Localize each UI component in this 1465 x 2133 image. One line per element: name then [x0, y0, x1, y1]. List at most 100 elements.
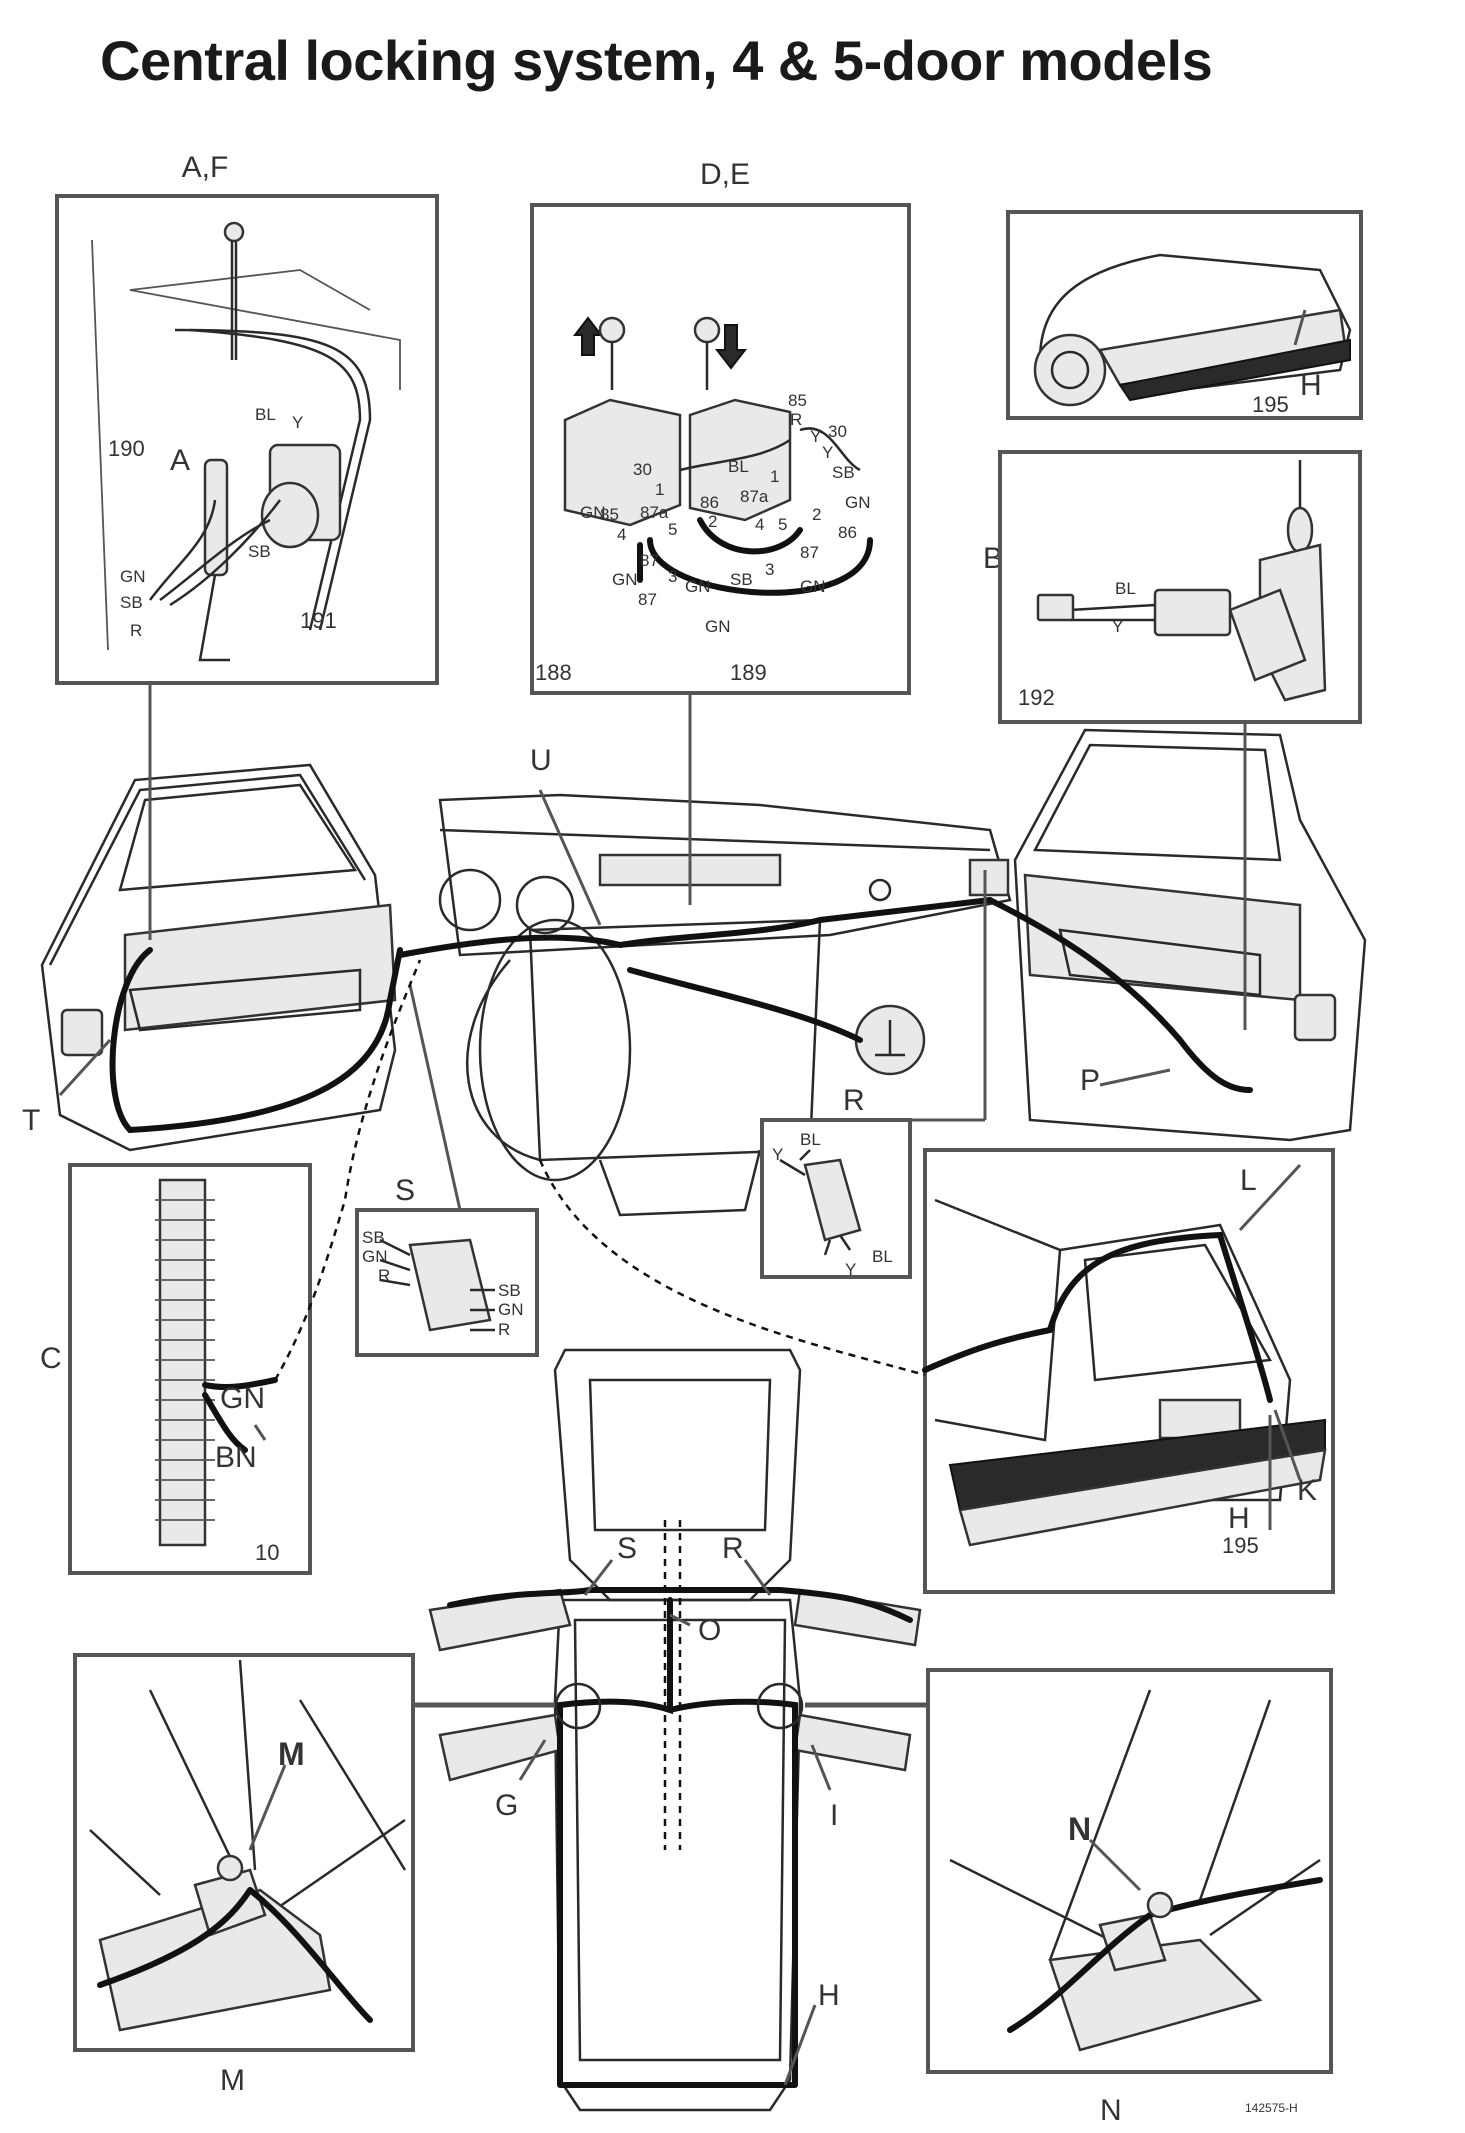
svg-text:2: 2: [812, 505, 821, 524]
dashboard: [397, 793, 1012, 1217]
left-door: [40, 763, 403, 1152]
s-right-sb: SB: [498, 1281, 521, 1300]
de-ref-189: 189: [730, 660, 767, 685]
svg-text:1: 1: [770, 467, 779, 486]
callout-t: T: [22, 1104, 40, 1137]
r-wire-y2: Y: [845, 1260, 856, 1279]
svg-text:1: 1: [655, 480, 664, 499]
panel-h-rear: H 195: [1006, 210, 1363, 420]
n-callout: N: [1068, 1811, 1091, 1847]
r-wire-bl2: BL: [872, 1247, 893, 1266]
svg-text:86: 86: [700, 493, 719, 512]
svg-text:SB: SB: [832, 463, 855, 482]
c-ref-10: 10: [255, 1540, 279, 1565]
panel-s: S SB GN R SB GN R: [355, 1174, 539, 1357]
panel-c-callout: C: [40, 1342, 62, 1375]
svg-text:86: 86: [838, 523, 857, 542]
panel-m: M M: [73, 1653, 415, 2097]
s-left-sb: SB: [362, 1228, 385, 1247]
svg-text:2: 2: [708, 512, 717, 531]
right-door: [987, 728, 1367, 1142]
panel-af-heading: A,F: [182, 151, 229, 184]
af-wire-sb2: SB: [248, 542, 271, 561]
af-ref-190: 190: [108, 436, 145, 461]
de-wire-labels: 85 R Y 30 BL Y SB GN 86 GN GN SB GN GN G…: [580, 391, 871, 636]
af-wire-bl: BL: [255, 405, 276, 424]
panel-af: A,F 190 191 A BL Y GN SB R SB: [55, 151, 439, 685]
panel-b: B BL Y 192: [983, 450, 1362, 724]
connectors: [58, 683, 1302, 1530]
svg-text:Y: Y: [810, 427, 821, 446]
svg-text:GN: GN: [685, 577, 711, 596]
footer-ref: 142575-H: [1245, 2101, 1298, 2115]
s-right-gn: GN: [498, 1300, 524, 1319]
panel-r-callout: R: [843, 1084, 865, 1117]
wagon-callout-h: H: [1228, 1502, 1250, 1535]
s-left-r: R: [378, 1266, 390, 1285]
r-wire-y: Y: [772, 1145, 783, 1164]
af-wire-y: Y: [292, 413, 303, 432]
panel-c: C GN BN 10: [40, 1163, 312, 1575]
svg-text:R: R: [790, 410, 802, 429]
callout-p: P: [1080, 1064, 1100, 1097]
page-title: Central locking system, 4 & 5-door model…: [100, 29, 1213, 92]
panel-s-callout: S: [395, 1174, 415, 1207]
wagon-callout-k: K: [1297, 1474, 1317, 1507]
wagon-ref-195: 195: [1222, 1533, 1259, 1558]
svg-text:5: 5: [778, 515, 787, 534]
svg-text:GN: GN: [580, 503, 606, 522]
svg-text:85: 85: [788, 391, 807, 410]
panel-r: R BL Y Y BL: [760, 1084, 912, 1279]
svg-text:SB: SB: [730, 570, 753, 589]
svg-text:87: 87: [800, 543, 819, 562]
svg-text:GN: GN: [845, 493, 871, 512]
svg-text:BL: BL: [728, 457, 749, 476]
svg-text:30: 30: [633, 460, 652, 479]
b-wire-y: Y: [1112, 617, 1123, 636]
callout-u: U: [530, 744, 552, 777]
top-callout-o: O: [698, 1614, 721, 1647]
svg-text:3: 3: [668, 567, 677, 586]
n-caption: N: [1100, 2094, 1122, 2127]
panel-wagon: L H K 195: [922, 1148, 1335, 1594]
af-wire-sb: SB: [120, 593, 143, 612]
panel-de: D,E 30 1 85 4 87a 5 2 86 3 87 1 87a 5 2: [530, 158, 911, 695]
svg-text:85: 85: [600, 505, 619, 524]
b-ref-192: 192: [1018, 685, 1055, 710]
top-callout-s: S: [617, 1532, 637, 1565]
svg-text:87a: 87a: [640, 503, 669, 522]
af-ref-191: 191: [300, 608, 337, 633]
svg-text:87: 87: [638, 590, 657, 609]
de-pin-labels: 30 1 85 4 87a 5 2 86 3 87 1 87a 5 2 4 3 …: [600, 460, 821, 609]
s-left-gn: GN: [362, 1247, 388, 1266]
m-caption: M: [220, 2064, 245, 2097]
top-view-car: S R O G I H: [410, 1348, 930, 2112]
svg-text:GN: GN: [800, 577, 826, 596]
svg-text:Y: Y: [822, 443, 833, 462]
svg-text:4: 4: [755, 515, 764, 534]
svg-text:87: 87: [640, 551, 659, 570]
wagon-callout-l: L: [1240, 1164, 1257, 1197]
r-wire-bl: BL: [800, 1130, 821, 1149]
s-right-r: R: [498, 1320, 510, 1339]
svg-text:5: 5: [668, 520, 677, 539]
panel-n: N N: [926, 1668, 1333, 2127]
h-rear-callout: H: [1300, 369, 1322, 402]
svg-text:4: 4: [617, 525, 626, 544]
svg-text:GN: GN: [705, 617, 731, 636]
h-rear-ref: 195: [1252, 392, 1289, 417]
c-wire-bn: BN: [215, 1441, 257, 1474]
svg-text:30: 30: [828, 422, 847, 441]
top-callout-r: R: [722, 1532, 744, 1565]
c-wire-gn: GN: [220, 1382, 265, 1415]
af-wire-r: R: [130, 621, 142, 640]
af-callout-a: A: [170, 444, 190, 477]
af-wire-gn: GN: [120, 567, 146, 586]
de-ref-188: 188: [535, 660, 572, 685]
top-callout-h: H: [818, 1979, 840, 2012]
panel-de-heading: D,E: [700, 158, 750, 191]
top-callout-i: I: [830, 1799, 838, 1832]
top-callout-g: G: [495, 1789, 518, 1822]
svg-text:GN: GN: [612, 570, 638, 589]
